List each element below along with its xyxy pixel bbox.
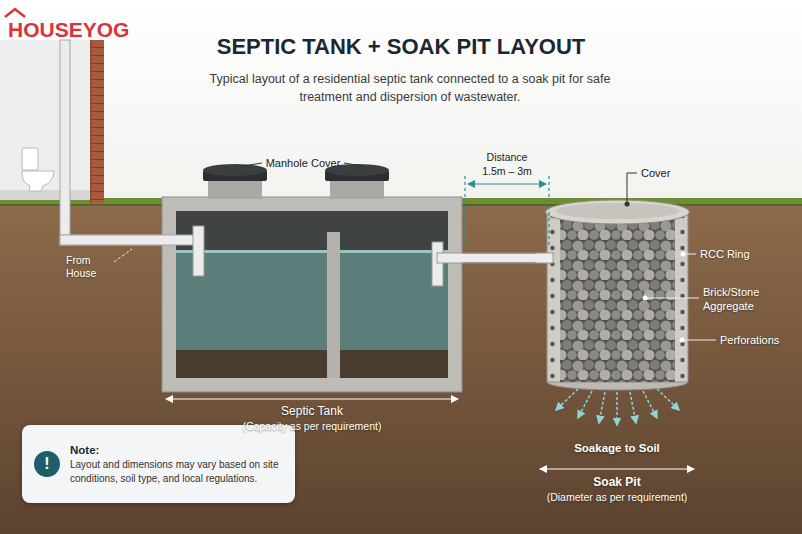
part-label: Manhole Cover <box>266 156 341 170</box>
soakage-arrows <box>556 389 679 425</box>
flow-label: Soakage to Soil <box>574 441 660 455</box>
brand-logo: HOUSEYOG <box>8 19 129 41</box>
septic-tank-drawing-part <box>176 350 448 378</box>
pipe-outline <box>462 253 537 264</box>
label-holder: From House <box>66 254 112 280</box>
pit-leaders-part <box>681 252 686 257</box>
inlet-pipe-part <box>60 235 202 245</box>
part-label: Perforations <box>720 333 779 347</box>
pit-leaders-part <box>682 340 716 341</box>
tank-width-bracket <box>166 398 458 399</box>
soil-ground <box>0 203 802 534</box>
node-subtitle: Note: <box>70 443 285 458</box>
pit-leaders-part <box>643 296 648 301</box>
distance-dimension-part <box>548 176 549 248</box>
pit-diameter-bracket <box>540 468 694 469</box>
node-title: Soak Pit <box>541 475 693 490</box>
label-holder: Distance <box>487 150 528 164</box>
house-part <box>22 171 54 191</box>
septic-tank-drawing-part <box>176 211 448 378</box>
label-holder: RCC Ring <box>700 247 750 261</box>
soakage-arrows-part <box>578 391 592 418</box>
from-house-leader <box>114 249 132 262</box>
node-title: Septic Tank <box>166 404 458 419</box>
septic-tank-drawing-part <box>437 253 463 263</box>
soakage-arrows-part <box>657 389 679 410</box>
soakage-arrows-part <box>599 392 605 423</box>
soak-pit-drawing-part <box>547 212 688 382</box>
part-label: Cover <box>641 166 670 180</box>
septic-tank-drawing-part <box>162 197 462 392</box>
note-box: ! Note:Layout and dimensions may vary bas… <box>22 425 295 503</box>
sky-ground <box>0 0 802 205</box>
pipe-connector-group <box>462 258 537 259</box>
part-label: RCC Ring <box>700 247 750 261</box>
inlet-pipe-part <box>60 40 70 245</box>
septic-tank-drawing-part <box>330 178 384 199</box>
label-holder: HOUSEYOG <box>8 19 129 41</box>
soakage-arrows-part <box>630 392 636 423</box>
soak-pit-drawing <box>536 200 690 390</box>
septic-tank-drawing-part <box>176 250 448 253</box>
septic-tank-drawing-part <box>327 232 340 378</box>
soak-pit-drawing-part <box>556 203 680 219</box>
label-holder: Brick/Stone Aggregate <box>703 285 785 313</box>
node-subtitle: (Diameter as per requirement) <box>541 490 693 505</box>
soakage-arrows-part <box>616 392 618 425</box>
distance-dimension-part <box>468 183 546 184</box>
soak-pit-drawing-part <box>536 253 553 263</box>
part-label: From House <box>66 254 112 280</box>
septic-tank-drawing-part <box>193 226 204 276</box>
house-part <box>0 190 92 200</box>
soakage-arrows-part <box>556 389 578 410</box>
text-group: Septic Tank(Capacity as per requirement) <box>166 404 458 434</box>
house-part <box>22 148 38 170</box>
distance-dimension <box>465 176 549 248</box>
soak-pit: Soak Pit(Diameter as per requirement) <box>537 200 697 505</box>
soak-pit-drawing-part <box>560 216 675 382</box>
text-group: Soak Pit(Diameter as per requirement) <box>541 475 693 505</box>
caption-holder: Typical layout of a residential septic t… <box>200 70 620 106</box>
label-holder: 1.5m – 3m <box>482 164 532 178</box>
septic-tank-drawing <box>60 164 463 392</box>
distance-dimension-part <box>464 176 465 248</box>
pit-leaders-part <box>645 298 699 299</box>
septic-tank-drawing-part <box>203 164 267 176</box>
pipe-connector <box>462 254 537 262</box>
manhole-leader-part <box>344 163 362 166</box>
dimension-label: Distance <box>487 150 528 164</box>
soak-pit-drawing-part <box>546 200 690 224</box>
septic-tank-drawing-part <box>60 235 202 245</box>
soakage-arrows-part <box>643 391 657 418</box>
diagram-caption: Typical layout of a residential septic t… <box>200 70 620 106</box>
part-label: Brick/Stone Aggregate <box>703 285 785 313</box>
cover-leader-part <box>625 202 630 207</box>
text-group: Note:Layout and dimensions may vary base… <box>70 443 285 485</box>
pit-leaders-part <box>680 338 685 343</box>
text-group: ! <box>34 451 60 477</box>
note-icon: ! <box>34 451 60 477</box>
septic-tank-drawing-part <box>176 250 448 378</box>
label-holder: Manhole Cover <box>266 156 341 170</box>
manhole-leader-part <box>243 163 262 166</box>
house-part <box>90 40 104 203</box>
label-holder: Soakage to Soil <box>574 441 660 455</box>
logo-roof <box>5 9 25 17</box>
node-subtitle: Layout and dimensions may vary based on … <box>70 458 285 485</box>
house-part <box>0 40 92 200</box>
cover-leader <box>625 173 638 207</box>
label-holder: Perforations <box>720 333 779 347</box>
node-subtitle: (Capacity as per requirement) <box>166 419 458 434</box>
house <box>0 40 104 203</box>
dimension-value: 1.5m – 3m <box>482 164 532 178</box>
septic-tank: Septic Tank(Capacity as per requirement) <box>162 197 462 434</box>
cover-leader-part <box>627 173 637 202</box>
label-holder: Cover <box>641 166 670 180</box>
septic-tank-drawing-part <box>432 242 443 286</box>
septic-tank-drawing-part <box>208 178 262 199</box>
